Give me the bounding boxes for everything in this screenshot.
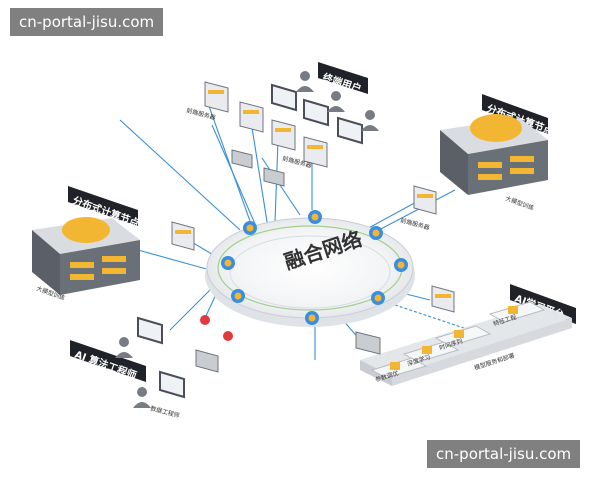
switch-icon bbox=[263, 167, 285, 187]
distributed-node-right: 分布式计算节点 大模型训练 前端服务器 bbox=[399, 94, 555, 232]
user-icon bbox=[296, 71, 314, 92]
label-edge-top: 前端服务器 bbox=[185, 106, 216, 121]
port-icon bbox=[369, 226, 383, 240]
port-icon bbox=[305, 311, 319, 325]
ai-platform-group: AI学习平台 特征工程 时间序列 深度学习 参数调优 模型服务和部署 bbox=[355, 284, 576, 386]
port-icon bbox=[243, 221, 257, 235]
switch-icon bbox=[195, 349, 219, 373]
user-icon bbox=[133, 387, 151, 408]
label-edge-right: 前端服务器 bbox=[399, 216, 430, 231]
hub-ports bbox=[221, 210, 408, 325]
user-icon bbox=[327, 91, 345, 112]
port-icon bbox=[394, 258, 408, 272]
label-data-engineer: 数据工程师 bbox=[149, 404, 180, 419]
hub-platform bbox=[205, 217, 415, 327]
server-icon bbox=[239, 101, 264, 133]
monitor-icon bbox=[337, 116, 363, 145]
port-icon bbox=[231, 289, 245, 303]
monitor-icon bbox=[271, 83, 297, 112]
watermark-bottom: cn-portal-jisu.com bbox=[427, 440, 581, 468]
lock-icon bbox=[223, 331, 233, 341]
user-icon bbox=[361, 110, 379, 131]
monitor-icon bbox=[137, 316, 163, 345]
terminal-users-group: 终端用户 前端服务器 前端服务器 bbox=[185, 62, 379, 187]
server-icon bbox=[204, 81, 229, 113]
distributed-node-left: 分布式计算节点 大模型训练 bbox=[32, 186, 195, 302]
connection-lines bbox=[119, 94, 471, 360]
port-icon bbox=[308, 210, 322, 224]
lock-icon bbox=[200, 315, 210, 325]
port-icon bbox=[371, 291, 385, 305]
label-model-train-right: 大模型训练 bbox=[504, 194, 535, 212]
server-icon bbox=[413, 185, 437, 215]
tag-ai-engineer bbox=[70, 340, 146, 382]
cloud-icon bbox=[62, 217, 110, 243]
monitor-icon bbox=[159, 370, 185, 399]
tag-terminal-users bbox=[318, 62, 368, 94]
tag-distributed-right bbox=[482, 94, 548, 134]
cloud-icon bbox=[470, 114, 522, 142]
switch-icon bbox=[355, 331, 381, 355]
platform-card bbox=[370, 357, 428, 379]
ai-engineer-group: AI 算法工程师 数据工程师 bbox=[70, 315, 233, 420]
watermark-top: cn-portal-jisu.com bbox=[10, 8, 164, 36]
monitor-icon bbox=[303, 98, 329, 127]
port-icon bbox=[221, 256, 235, 270]
server-icon bbox=[303, 136, 328, 168]
server-icon bbox=[271, 119, 296, 151]
server-icon bbox=[171, 221, 195, 251]
switch-icon bbox=[231, 149, 253, 169]
server-icon bbox=[431, 285, 455, 313]
tag-distributed-left bbox=[68, 186, 138, 226]
platform-card bbox=[488, 301, 546, 323]
user-icon bbox=[115, 337, 133, 358]
